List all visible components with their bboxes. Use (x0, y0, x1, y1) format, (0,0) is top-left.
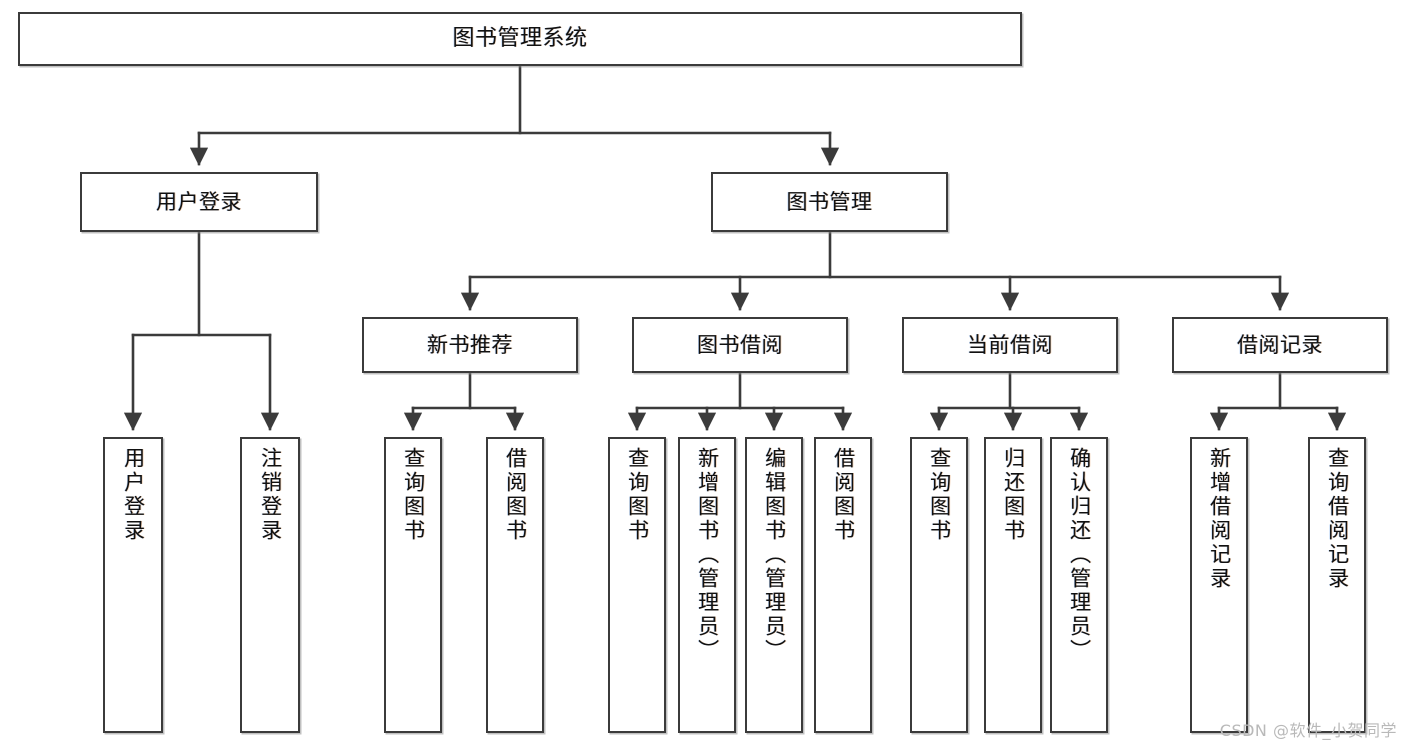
node-new-book-recommend-label: 新书推荐 (427, 332, 513, 357)
node-user-login-label: 用户登录 (156, 189, 242, 214)
node-root-label: 图书管理系统 (452, 26, 588, 52)
leaf-user-logout[interactable]: 注销登录 (240, 437, 300, 733)
leaf-edit-book-admin[interactable]: 编辑图书（管理员） (745, 437, 803, 733)
leaf-query-borrow-record-label: 查询借阅记录 (1325, 447, 1350, 591)
leaf-add-borrow-record-label: 新增借阅记录 (1207, 447, 1232, 591)
leaf-add-book-admin-label: 新增图书（管理员） (695, 447, 720, 663)
leaf-query-book-borrow-label: 查询图书 (625, 447, 650, 543)
leaf-query-book-current-label: 查询图书 (927, 447, 952, 543)
leaf-edit-book-admin-label: 编辑图书（管理员） (762, 447, 787, 663)
leaf-user-logout-label: 注销登录 (258, 447, 283, 543)
leaf-query-book-borrow[interactable]: 查询图书 (608, 437, 666, 733)
node-current-borrow-label: 当前借阅 (967, 332, 1053, 357)
node-borrow-record[interactable]: 借阅记录 (1172, 317, 1388, 373)
leaf-confirm-return-admin[interactable]: 确认归还（管理员） (1050, 437, 1108, 733)
leaf-borrow-book[interactable]: 借阅图书 (814, 437, 872, 733)
node-new-book-recommend[interactable]: 新书推荐 (362, 317, 578, 373)
node-book-borrow-label: 图书借阅 (697, 332, 783, 357)
leaf-query-book-current[interactable]: 查询图书 (910, 437, 968, 733)
leaf-return-book-label: 归还图书 (1001, 447, 1026, 543)
leaf-query-book-recommend[interactable]: 查询图书 (384, 437, 442, 733)
node-book-management[interactable]: 图书管理 (711, 172, 948, 232)
leaf-user-login-label: 用户登录 (121, 447, 146, 543)
node-book-borrow[interactable]: 图书借阅 (632, 317, 848, 373)
leaf-user-login[interactable]: 用户登录 (103, 437, 163, 733)
leaf-query-book-recommend-label: 查询图书 (401, 447, 426, 543)
leaf-return-book[interactable]: 归还图书 (984, 437, 1042, 733)
node-borrow-record-label: 借阅记录 (1237, 332, 1323, 357)
node-root[interactable]: 图书管理系统 (18, 12, 1022, 66)
leaf-add-borrow-record[interactable]: 新增借阅记录 (1190, 437, 1248, 733)
leaf-confirm-return-admin-label: 确认归还（管理员） (1067, 447, 1092, 663)
node-current-borrow[interactable]: 当前借阅 (902, 317, 1118, 373)
leaf-borrow-book-label: 借阅图书 (831, 447, 856, 543)
leaf-borrow-book-recommend[interactable]: 借阅图书 (486, 437, 544, 733)
node-user-login[interactable]: 用户登录 (80, 172, 318, 232)
node-book-management-label: 图书管理 (786, 189, 873, 214)
leaf-add-book-admin[interactable]: 新增图书（管理员） (678, 437, 736, 733)
leaf-borrow-book-recommend-label: 借阅图书 (503, 447, 528, 543)
leaf-query-borrow-record[interactable]: 查询借阅记录 (1308, 437, 1366, 733)
watermark: CSDN @软件_小贺同学 (1219, 721, 1397, 740)
